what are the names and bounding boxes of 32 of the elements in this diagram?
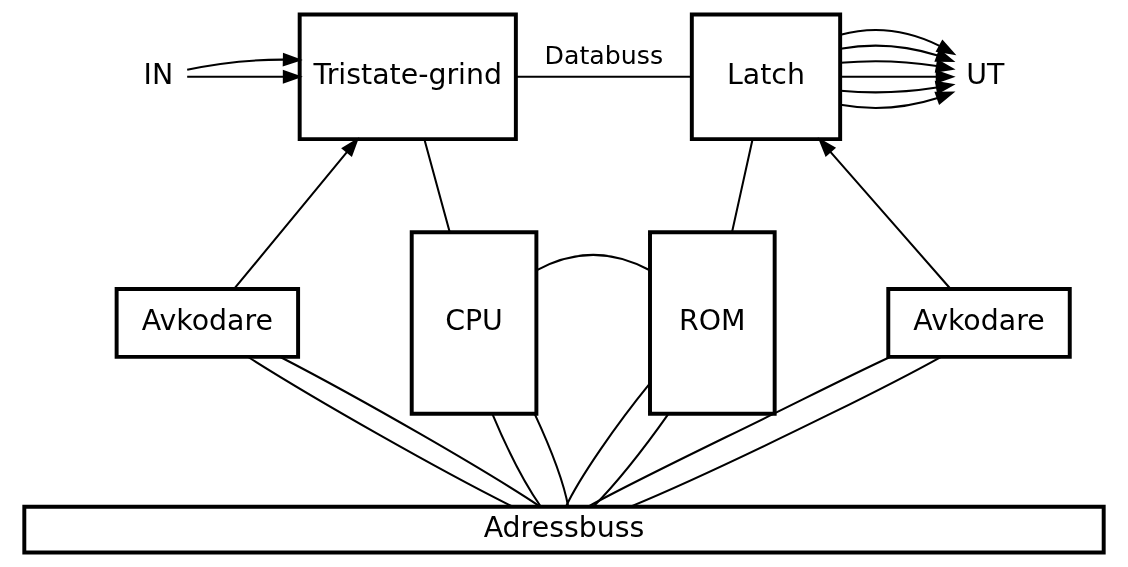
arrow	[840, 59, 956, 73]
edge-label: Databuss	[544, 40, 664, 70]
node-box: ROM	[648, 230, 777, 416]
connector	[423, 139, 451, 233]
connector	[592, 413, 670, 508]
connector	[731, 139, 754, 233]
node-box: Avkodare	[886, 287, 1072, 359]
node-box: Adressbuss	[22, 504, 1106, 555]
connector	[533, 413, 570, 507]
arrow	[840, 44, 956, 62]
arrow	[817, 137, 951, 290]
connector	[630, 356, 942, 508]
arrow	[840, 69, 956, 84]
connector	[535, 253, 651, 272]
node-box: CPU	[409, 230, 539, 416]
arrow	[233, 137, 360, 290]
connector	[247, 356, 514, 508]
connector	[516, 75, 692, 78]
node-text: IN	[143, 57, 174, 91]
connector	[565, 382, 651, 508]
arrow	[840, 29, 957, 56]
arrow	[840, 80, 956, 95]
arrow	[840, 91, 956, 109]
node-box: Latch	[689, 12, 843, 142]
node-box: Tristate-grind	[297, 12, 518, 142]
connector	[588, 356, 891, 508]
connector	[491, 413, 542, 508]
arrow	[187, 69, 303, 84]
arrow	[186, 52, 303, 71]
connector	[279, 356, 541, 508]
node-text: UT	[966, 57, 1005, 91]
node-box: Avkodare	[114, 287, 301, 359]
